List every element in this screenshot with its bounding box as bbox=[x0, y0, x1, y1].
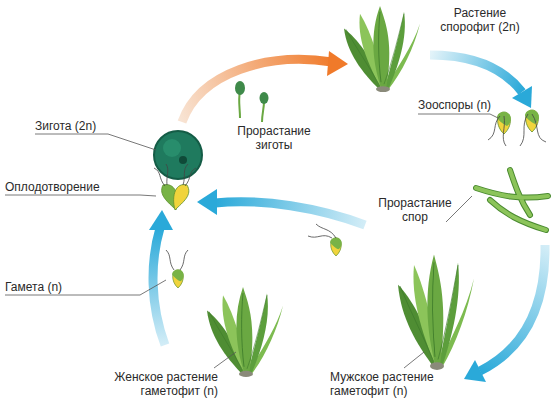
stage-label: Растение спорофит (2n) bbox=[432, 6, 528, 34]
stage-label: Прорастание спор bbox=[372, 196, 458, 224]
stage-label: Зооспоры (n) bbox=[418, 98, 498, 112]
stage-label: Женское растение гаметофит (n) bbox=[96, 370, 218, 398]
stage-label: Прорастание зиготы bbox=[226, 124, 322, 152]
stage-label: Зигота (2n) bbox=[35, 119, 115, 133]
stage-label: Гамета (n) bbox=[5, 280, 85, 294]
stage-label: Оплодотворение bbox=[5, 180, 125, 194]
stage-label: Мужское растение гаметофит (n) bbox=[330, 370, 452, 398]
